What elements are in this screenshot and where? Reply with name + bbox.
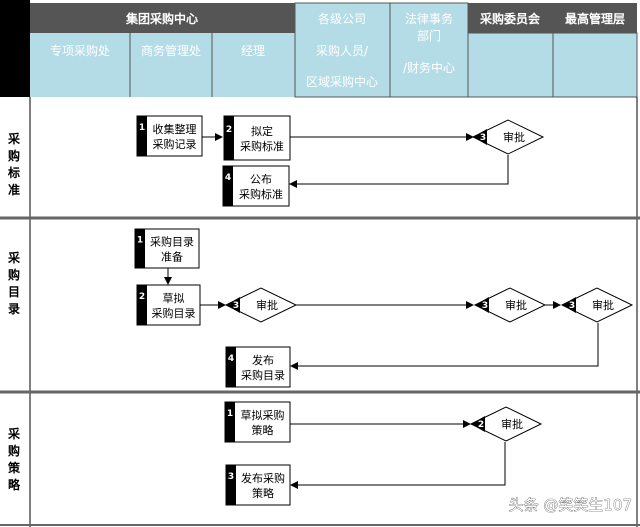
svg-text:采: 采 <box>7 131 20 146</box>
step-number: 2 <box>478 420 484 430</box>
step-label: 策略 <box>252 486 274 500</box>
svg-text:标: 标 <box>7 165 20 180</box>
row-label-strategy: 采 购 策 略 <box>7 426 21 492</box>
svg-text:采: 采 <box>7 426 20 441</box>
header-legal-line1: 法律事务 <box>405 11 453 26</box>
step-label: 草拟 <box>163 291 185 305</box>
header-sub-bg <box>30 33 295 97</box>
header-legal-line3: /财务中心 <box>403 60 455 75</box>
approval-label: 审批 <box>256 298 278 312</box>
step-number: 3 <box>228 472 234 482</box>
header-legal-line2: 部门 <box>417 28 441 43</box>
svg-text:录: 录 <box>8 302 20 316</box>
watermark: 头条 @笑笑生107 <box>509 496 632 514</box>
header-committee <box>468 3 553 33</box>
step-number: 3 <box>480 133 486 143</box>
header-group-center <box>30 3 295 33</box>
step-label: 草拟采购 <box>241 408 285 422</box>
svg-text:购: 购 <box>8 148 20 163</box>
step-label: 策略 <box>252 423 274 437</box>
step-number: 1 <box>139 123 145 133</box>
step-label: 发布采购 <box>241 471 285 485</box>
corner-block <box>0 0 30 97</box>
svg-text:购: 购 <box>8 267 20 282</box>
step-label: 发布 <box>252 353 274 367</box>
approval-diamond[interactable]: 3 审批 <box>471 119 545 155</box>
svg-text:采: 采 <box>7 250 20 265</box>
row-label-catalog: 采 购 目 录 <box>7 250 20 316</box>
svg-text:略: 略 <box>8 477 21 492</box>
svg-text:策: 策 <box>8 460 21 475</box>
header-top-mgmt-label: 最高管理层 <box>565 11 625 26</box>
svg-text:准: 准 <box>8 182 20 197</box>
step-number: 1 <box>137 236 143 246</box>
step-number: 4 <box>225 173 231 183</box>
step-label: 采购标准 <box>240 139 284 153</box>
row-label-standards: 采 购 标 准 <box>7 131 20 197</box>
approval-diamond[interactable]: 2 审批 <box>469 406 543 442</box>
header-company <box>294 2 391 98</box>
step-label: 收集整理 <box>153 122 197 136</box>
step-number: 3 <box>482 301 488 311</box>
header-legal <box>389 2 469 98</box>
approval-diamond[interactable]: 3 审批 <box>560 287 634 323</box>
connectors <box>164 133 599 489</box>
step-number: 4 <box>228 354 234 364</box>
svg-text:购: 购 <box>8 443 20 458</box>
svg-text:目: 目 <box>8 285 20 299</box>
approval-label: 审批 <box>592 298 614 312</box>
header-company-line3: 区域采购中心 <box>306 74 378 89</box>
step-label: 采购记录 <box>153 137 197 151</box>
approval-diamond[interactable]: 3 审批 <box>473 287 547 323</box>
approval-label: 审批 <box>503 130 525 144</box>
step-number: 3 <box>233 301 239 311</box>
step-label: 采购目录 <box>150 235 194 249</box>
step-label: 采购目录 <box>152 306 196 320</box>
step-label: 准备 <box>161 250 183 264</box>
header-business-mgmt: 商务管理处 <box>141 43 201 58</box>
step-number: 2 <box>139 292 145 302</box>
step-number: 3 <box>569 301 575 311</box>
approval-diamond[interactable]: 3 审批 <box>224 287 298 323</box>
approval-label: 审批 <box>501 417 523 431</box>
header-top-mgmt <box>553 3 637 33</box>
step-label: 拟定 <box>251 124 273 138</box>
header-company-line2: 采购人员/ <box>316 43 369 58</box>
header-special-procurement: 专项采购处 <box>50 43 110 58</box>
step-label: 公布 <box>250 173 272 186</box>
header-manager: 经理 <box>241 44 265 58</box>
step-number: 1 <box>227 409 233 419</box>
step-number: 2 <box>226 125 232 135</box>
header-committee-label: 采购委员会 <box>479 11 541 26</box>
header-company-line1: 各级公司 <box>318 11 366 26</box>
approval-label: 审批 <box>505 298 527 312</box>
step-label: 采购目录 <box>241 368 285 382</box>
header-group-center-label: 集团采购中心 <box>125 11 198 26</box>
step-label: 采购标准 <box>239 187 283 201</box>
